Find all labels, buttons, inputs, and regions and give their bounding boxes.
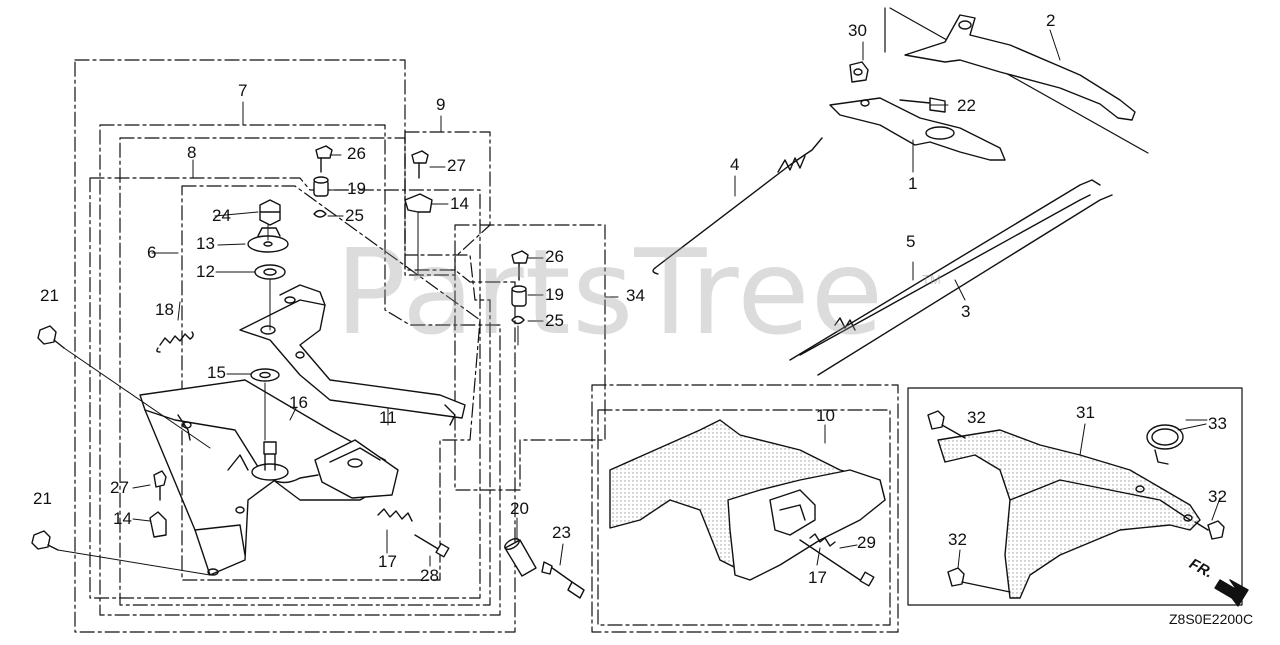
air-guide <box>609 419 886 587</box>
callout-15: 15 <box>207 363 226 382</box>
callout-18: 18 <box>155 300 174 319</box>
callout-28: 28 <box>420 566 439 585</box>
callout-29: 29 <box>857 533 876 552</box>
callout-1: 1 <box>908 174 918 193</box>
callout-24: 24 <box>212 206 231 225</box>
trademark: TM <box>922 272 941 287</box>
callout-21-lower: 21 <box>33 489 52 508</box>
callout-26-upper: 26 <box>347 144 366 163</box>
callout-6: 6 <box>147 243 157 262</box>
callout-13: 13 <box>196 234 215 253</box>
linkage-parts-upper <box>313 145 433 276</box>
group-frames <box>74 7 1243 633</box>
callout-20: 20 <box>510 499 529 518</box>
callout-32-bottom: 32 <box>948 530 967 549</box>
callout-8: 8 <box>187 143 197 162</box>
callout-3: 3 <box>961 302 971 321</box>
air-guide-right <box>927 410 1225 599</box>
callout-14-upper: 14 <box>450 194 469 213</box>
callout-34: 34 <box>626 286 645 305</box>
callout-2: 2 <box>1046 11 1056 30</box>
callout-5: 5 <box>906 232 916 251</box>
callout-10: 10 <box>816 406 835 425</box>
leader-lines <box>132 29 1221 569</box>
callout-26-lower: 26 <box>545 247 564 266</box>
throttle-levers <box>829 14 1136 161</box>
linkage-parts-lower <box>511 250 529 346</box>
callout-25-upper: 25 <box>345 206 364 225</box>
callout-12: 12 <box>196 262 215 281</box>
lower-hardware <box>149 470 450 558</box>
hardware-stack <box>247 199 289 441</box>
callout-27-lower: 27 <box>110 478 129 497</box>
callout-22: 22 <box>957 96 976 115</box>
callout-32-right: 32 <box>1208 487 1227 506</box>
callout-4: 4 <box>730 155 740 174</box>
governor-plate <box>139 379 399 576</box>
callout-32-top: 32 <box>967 408 986 427</box>
callout-33: 33 <box>1208 414 1227 433</box>
control-rods <box>652 137 1113 376</box>
governor-arm <box>239 284 466 426</box>
callout-7: 7 <box>238 81 248 100</box>
callout-21-upper: 21 <box>40 286 59 305</box>
figure-code: Z8S0E2200C <box>1169 611 1254 627</box>
callout-9: 9 <box>436 95 446 114</box>
callout-19-lower: 19 <box>545 285 564 304</box>
callout-16: 16 <box>289 393 308 412</box>
callout-17-right: 17 <box>808 568 827 587</box>
callout-23: 23 <box>552 523 571 542</box>
callout-11: 11 <box>379 408 397 427</box>
callout-27-upper: 27 <box>447 156 466 175</box>
callout-25-lower: 25 <box>545 311 564 330</box>
bolts <box>31 325 211 576</box>
callout-31: 31 <box>1076 403 1095 422</box>
callout-17-left: 17 <box>378 552 397 571</box>
direction-arrow <box>1214 579 1249 607</box>
callout-30: 30 <box>848 21 867 40</box>
callout-14-lower: 14 <box>113 509 132 528</box>
callout-19-upper: 19 <box>347 179 366 198</box>
spring <box>156 331 194 353</box>
collar-and-bolt <box>504 538 585 599</box>
watermark: PartsTree <box>335 223 885 361</box>
